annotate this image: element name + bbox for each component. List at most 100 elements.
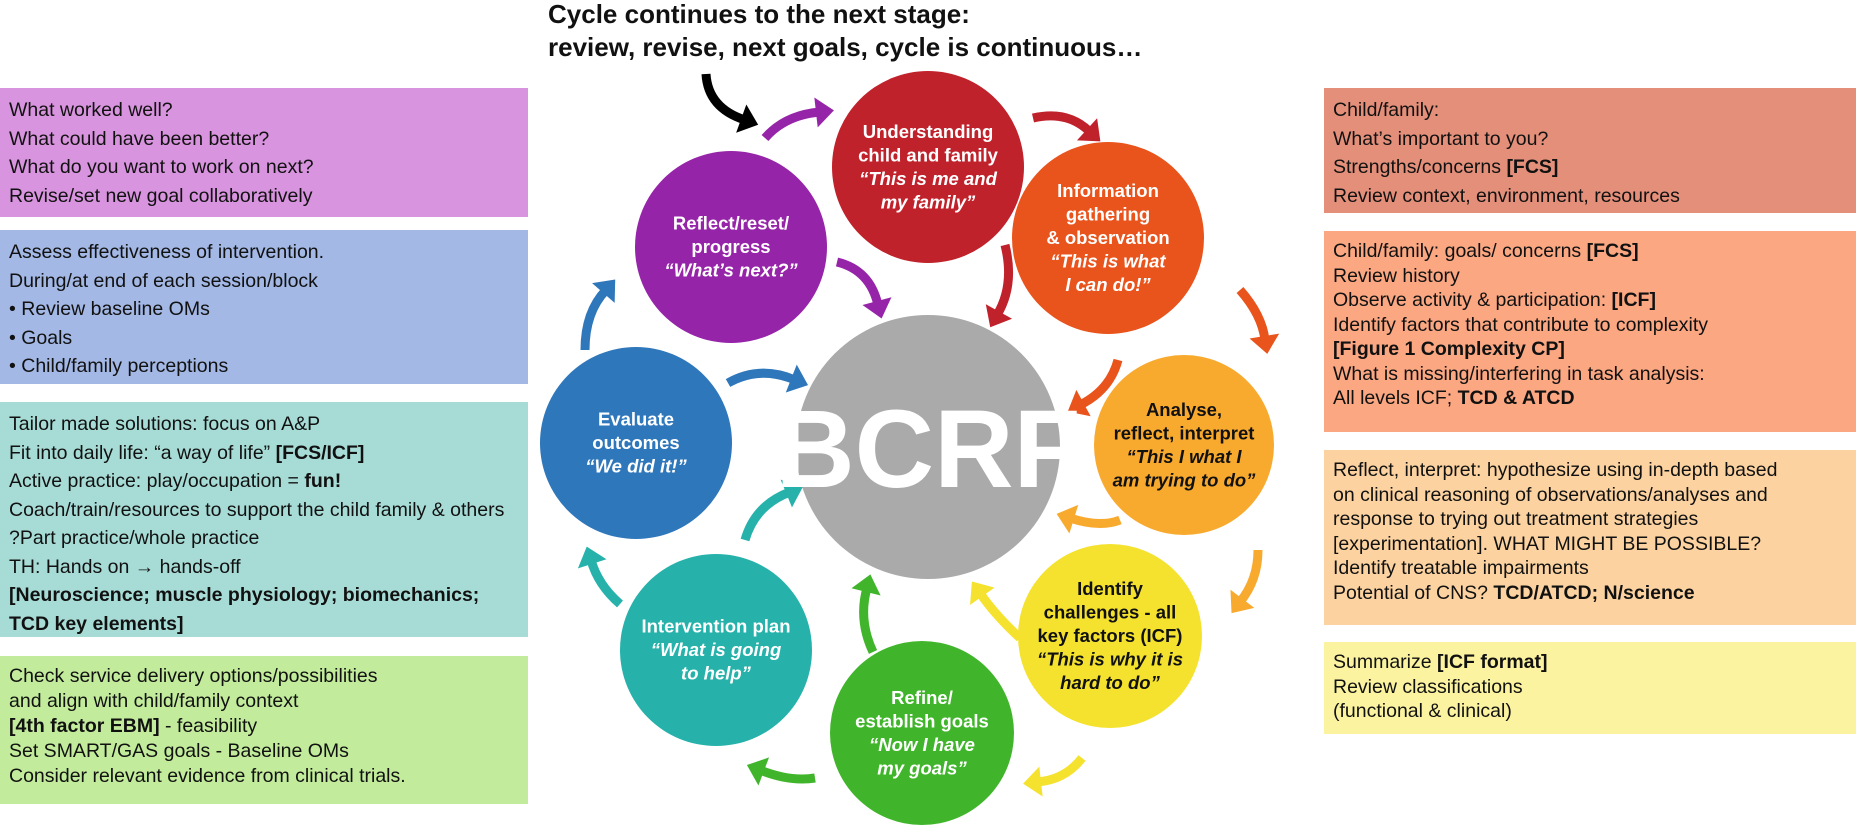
stage-title-line: Evaluate (598, 409, 674, 430)
text: Strengths/concerns (1333, 156, 1507, 178)
text: on clinical reasoning of observations/an… (1333, 483, 1768, 506)
left-box-2-line: Coach/train/resources to support the chi… (9, 496, 518, 525)
text: Consider relevant evidence from clinical… (9, 765, 406, 787)
cycle-title: Cycle continues to the next stage: revie… (548, 0, 1142, 64)
text: Child/family: goals/ concerns (1333, 240, 1587, 262)
left-box-3-line: Check service delivery options/possibili… (9, 664, 518, 689)
right-box-1-line: Observe activity & participation: [ICF] (1333, 288, 1846, 313)
left-box-3-line: [4th factor EBM] - feasibility (9, 714, 518, 739)
text: What could have been better? (9, 127, 270, 150)
text: Assess effectiveness of intervention. (9, 241, 325, 263)
stage-quote-line: hard to do” (1060, 672, 1160, 693)
arrow-outer-6 (577, 546, 624, 608)
stage-title-line: Refine/ (891, 687, 953, 708)
right-box-1-line: Review history (1333, 264, 1846, 289)
stage-quote-line: “This is what (1050, 251, 1166, 272)
stage-title-line: outcomes (592, 432, 679, 453)
stage-quote-line: am trying to do” (1113, 469, 1257, 490)
bold-text: [Figure 1 Complexity CP] (1333, 338, 1565, 360)
stage-title-line: Understanding (863, 121, 994, 142)
text: • Goals (9, 326, 73, 349)
stage-quote-line: “This is me and (859, 168, 997, 189)
stage-quote-line: to help” (681, 663, 752, 684)
left-box-0-line: What worked well? (9, 96, 518, 125)
right-box-1-line: What is missing/interfering in task anal… (1333, 362, 1846, 387)
left-box-refine: Check service delivery options/possibili… (0, 656, 528, 804)
text: Check service delivery options/possibili… (9, 665, 378, 687)
cycle-arrows (577, 73, 1280, 797)
bold-text: [FCS] (1586, 240, 1639, 262)
text: Reflect, interpret: hypothesize using in… (1333, 459, 1778, 481)
right-box-3-line: (functional & clinical) (1333, 699, 1846, 724)
text: What’s important to you? (1333, 127, 1549, 150)
stage-circle (540, 347, 732, 539)
text: Tailor made solutions: focus on A&P (9, 413, 321, 435)
stage-title-line: establish goals (855, 710, 989, 731)
text: - feasibility (159, 715, 258, 737)
stage-circle (1094, 355, 1274, 535)
left-box-1-line: Assess effectiveness of intervention. (9, 238, 518, 267)
center-label: BCRF (775, 388, 1081, 511)
stage-title-line: reflect, interpret (1114, 422, 1255, 443)
left-box-1-line: • Review baseline OMs (9, 295, 518, 324)
right-box-3-line: Review classifications (1333, 675, 1846, 700)
left-box-3-line: Set SMART/GAS goals - Baseline OMs (9, 739, 518, 764)
stage-quote-line: “What is going (651, 639, 782, 660)
right-box-2-line: response to trying out treatment strateg… (1333, 507, 1846, 532)
arrow-inner-4 (970, 581, 1024, 642)
stage-quote-line: I can do!” (1065, 274, 1151, 295)
stage-title-line: child and family (858, 144, 999, 165)
text: Identify treatable impairments (1333, 557, 1589, 579)
arrow-inner-1 (985, 243, 1014, 328)
stage-circle (1018, 544, 1202, 728)
left-box-0-line: What do you want to work on next? (9, 153, 518, 182)
bold-text: [ICF] (1611, 289, 1656, 311)
stage-title-line: key factors (ICF) (1038, 625, 1183, 646)
stage-circle (635, 151, 827, 343)
text: Active practice: play/occupation = (9, 470, 305, 492)
left-box-2-line: Fit into daily life: “a way of life” [FC… (9, 439, 518, 468)
stage-intervention: Intervention plan“What is going to help” (620, 554, 812, 746)
stage-title-line: gathering (1066, 204, 1150, 225)
left-box-2-line: Tailor made solutions: focus on A&P (9, 410, 518, 439)
right-box-1-line: All levels ICF; TCD & ATCD (1333, 386, 1846, 411)
text: [experimentation]. WHAT MIGHT BE POSSIBL… (1333, 532, 1762, 555)
text: Child/family: (1333, 99, 1440, 121)
left-box-evaluate: Assess effectiveness of intervention. Dur… (0, 230, 528, 384)
left-box-1-line: • Child/family perceptions (9, 352, 518, 381)
stage-title-line: Intervention plan (641, 616, 790, 637)
right-box-2-line: on clinical reasoning of observations/an… (1333, 483, 1846, 508)
stage-reflect: Reflect/reset/progress“What’s next?” (635, 151, 827, 343)
right-box-0-line: Child/family: (1333, 96, 1846, 125)
right-box-3-line: Summarize [ICF format] (1333, 650, 1846, 675)
stage-title-line: challenges - all (1044, 602, 1177, 623)
stage-quote-line: “We did it!” (585, 456, 687, 477)
stage-quote-line: “This I what I (1126, 446, 1242, 467)
stage-circle (832, 71, 1024, 263)
bold-text: TCD/ATCD; N/science (1493, 581, 1695, 604)
cycle-title-line-2: review, revise, next goals, cycle is con… (548, 32, 1143, 62)
bold-text: [Neuroscience; muscle physiology; biomec… (9, 584, 480, 606)
text: Fit into daily life: “a way of life” (9, 441, 276, 464)
stage-title-line: progress (691, 236, 770, 257)
text: During/at end of each session/block (9, 269, 318, 292)
stage-quote-line: “This is why it is (1037, 649, 1183, 670)
arrow-inner-3 (1056, 504, 1122, 534)
text: Potential of CNS? (1333, 581, 1494, 604)
right-box-identify: Summarize [ICF format]Review classificat… (1324, 642, 1856, 734)
center-circle (796, 315, 1060, 579)
text: Summarize (1333, 651, 1438, 673)
left-box-reflect: What worked well?What could have been be… (0, 88, 528, 217)
stage-title-line: & observation (1046, 227, 1169, 248)
right-box-analyse: Reflect, interpret: hypothesize using in… (1324, 450, 1856, 625)
left-box-3-line: and align with child/family context (9, 689, 518, 714)
arrow-inner-8 (835, 257, 892, 319)
arrow-continue (701, 73, 759, 133)
arrow-outer-7 (580, 279, 616, 351)
right-box-understanding: Child/family: What’s important to you? Str… (1324, 88, 1856, 213)
left-box-2-line: TCD key elements] (9, 610, 518, 639)
